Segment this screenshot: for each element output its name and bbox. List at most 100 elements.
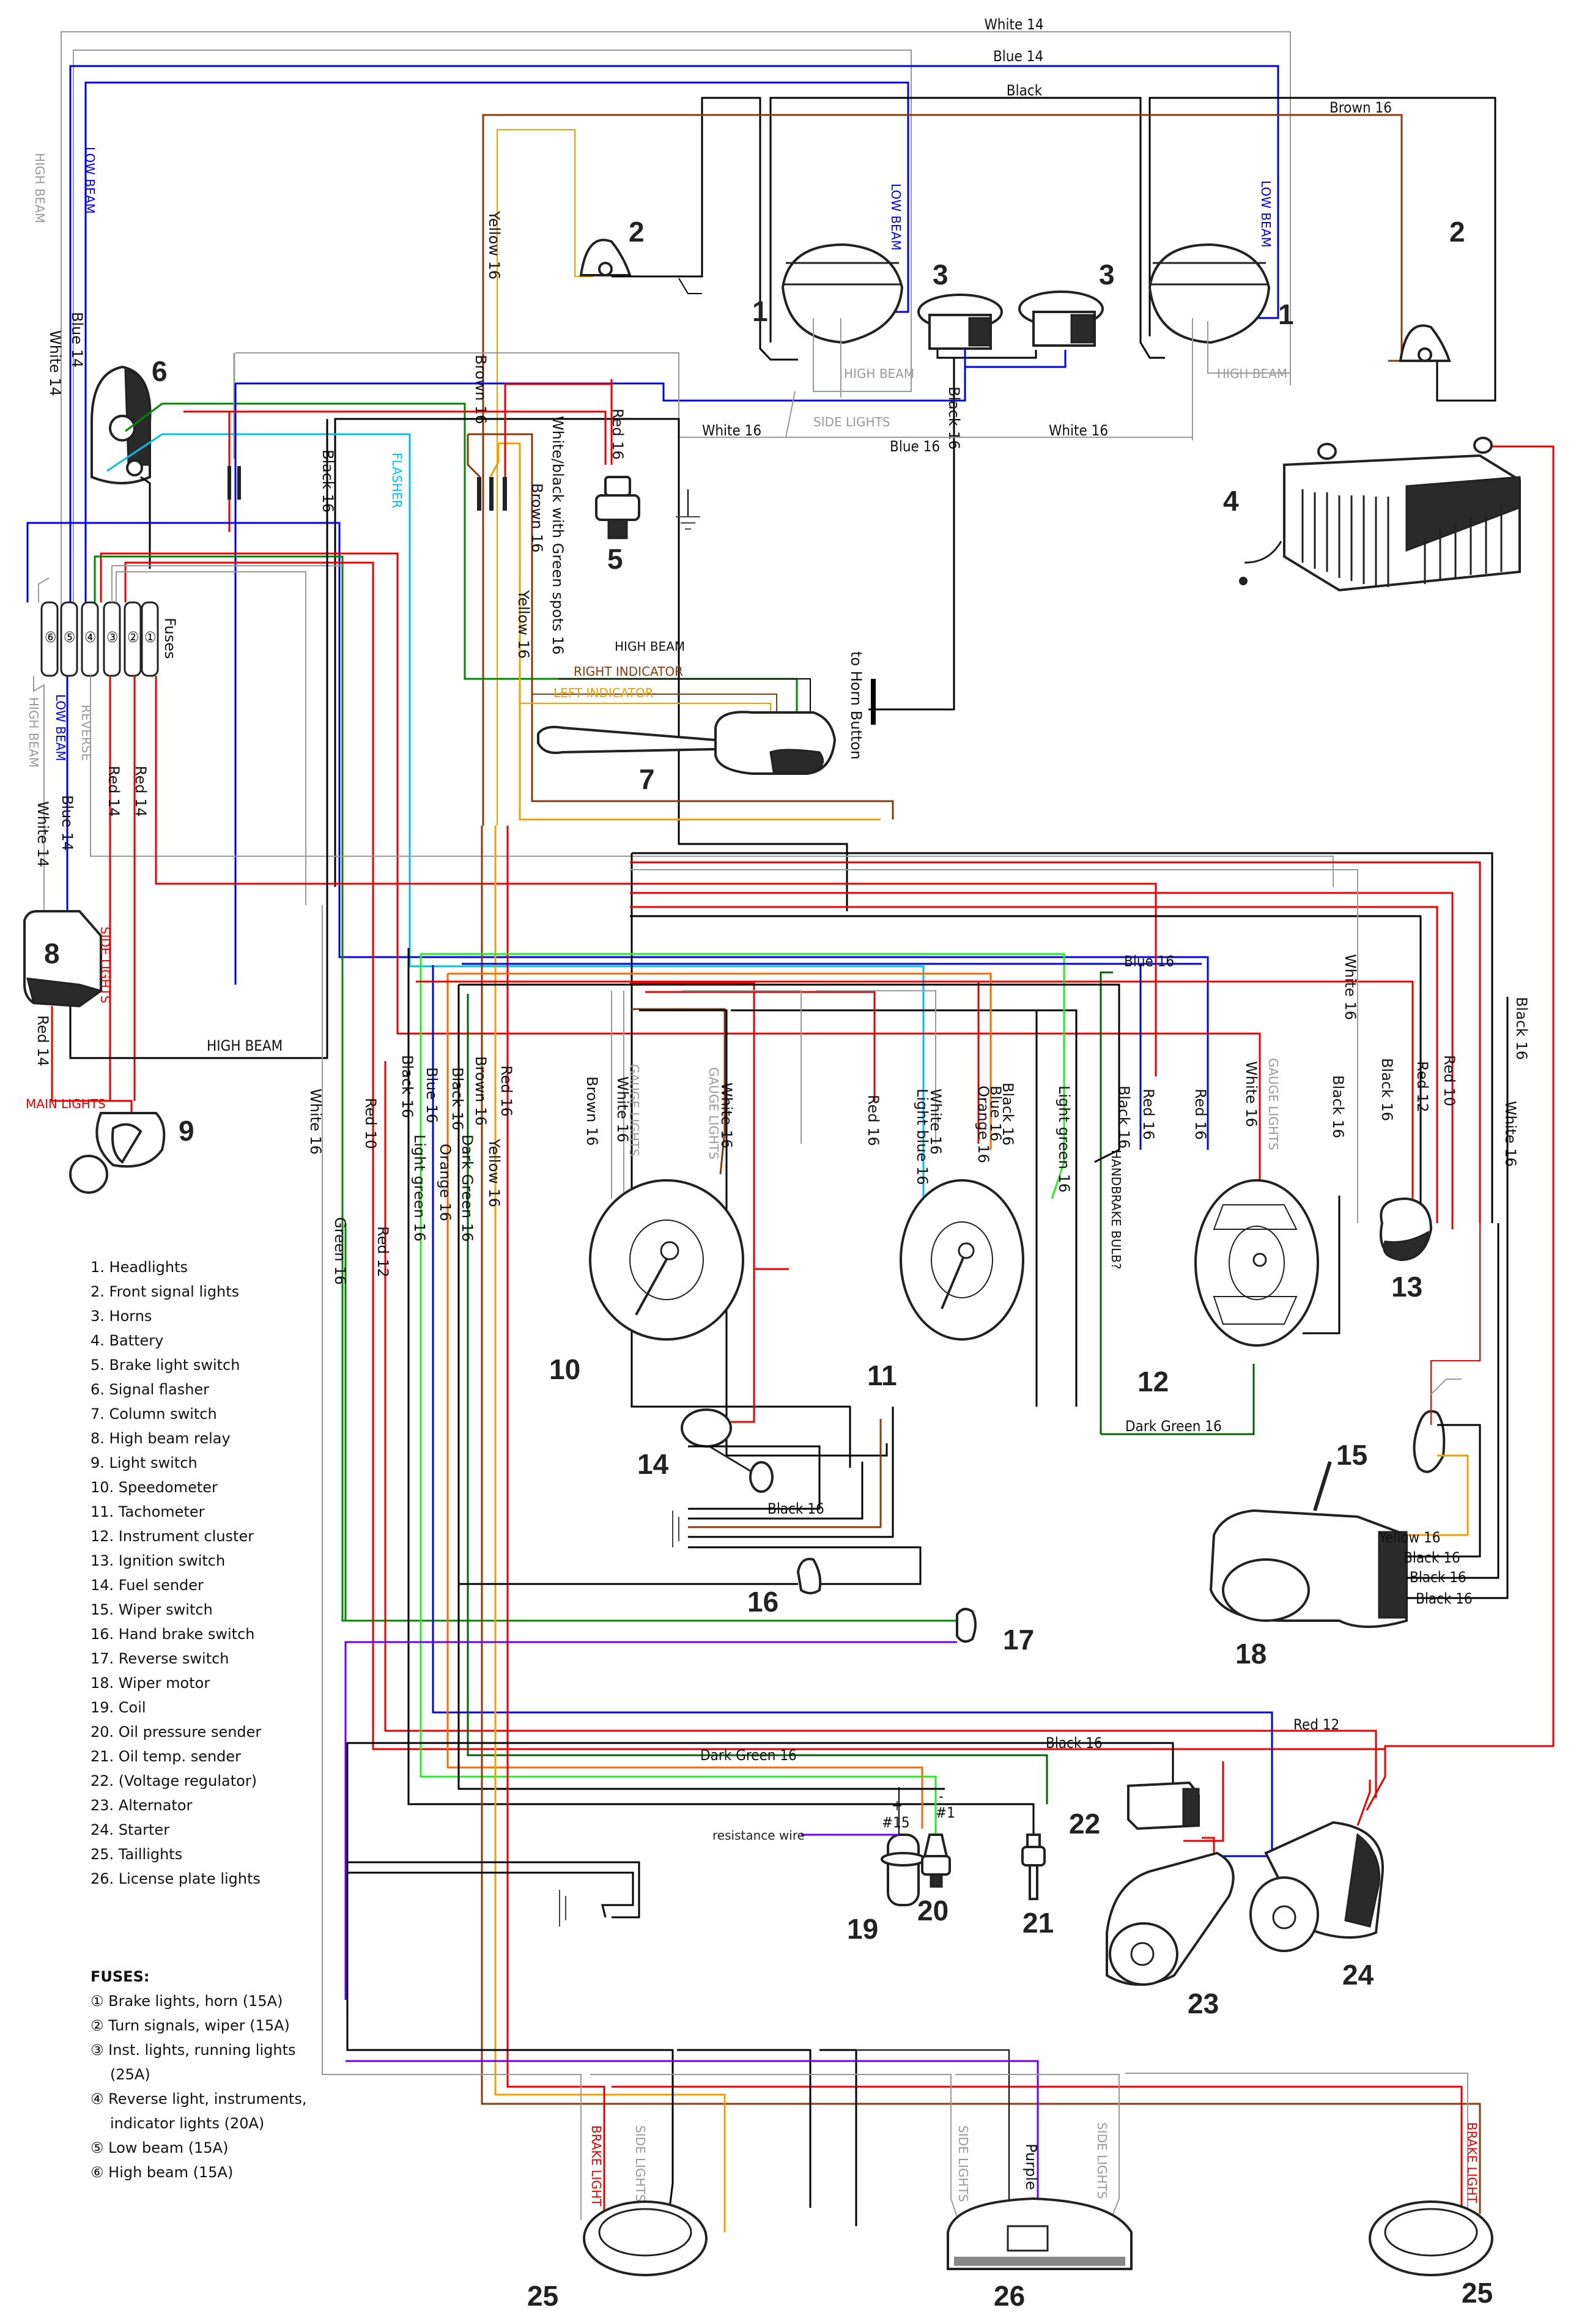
- brake-light-switch: 5 Red 16: [595, 409, 700, 575]
- label-ign-black16: Black 16: [1378, 1058, 1396, 1121]
- label-main-lights: MAIN LIGHTS: [26, 1097, 106, 1111]
- label-coil-15: #15: [882, 1814, 910, 1831]
- label-relay-high-beam: HIGH BEAM: [207, 1037, 283, 1054]
- label-white16-b: White 16: [1049, 422, 1108, 439]
- label-darkgreen16-eng: Dark Green 16: [700, 1747, 797, 1764]
- svg-text:4: 4: [1223, 485, 1239, 517]
- label-bundle-blue16: Blue 16: [423, 1067, 440, 1123]
- label-red16-brake: Red 16: [609, 409, 626, 460]
- fuse-legend-item: ⑤ Low beam (15A): [91, 2139, 229, 2156]
- legend-item: 1. Headlights: [91, 1259, 188, 1276]
- fuse-number-2: ②: [127, 629, 139, 646]
- legend-item: 25. Taillights: [91, 1846, 183, 1863]
- label-tail-side-l: SIDE LIGHTS: [633, 2125, 648, 2202]
- svg-text:21: 21: [1022, 1907, 1054, 1939]
- label-plate-side-l: SIDE LIGHTS: [956, 2125, 971, 2202]
- svg-text:7: 7: [639, 763, 655, 795]
- label-hl-low-beam-r: LOW BEAM: [1259, 180, 1273, 248]
- legend-item: 22. (Voltage regulator): [91, 1772, 257, 1789]
- coil: 19 + #15 - #1 resistance wire: [712, 1787, 955, 1945]
- wiper-switch: 15: [1336, 1223, 1481, 1558]
- svg-text:8: 8: [44, 938, 60, 969]
- label-bundle-red12: Red 12: [374, 1226, 391, 1278]
- label-tach-lightgreen16: Light green 16: [1056, 1086, 1073, 1193]
- legend-item: 5. Brake light switch: [91, 1356, 240, 1374]
- svg-text:2: 2: [629, 216, 645, 248]
- signal-flasher: 6: [91, 355, 925, 1217]
- label-bundle-white16: White 16: [307, 1089, 324, 1155]
- legend-item: 7. Column switch: [91, 1405, 217, 1423]
- svg-text:18: 18: [1235, 1638, 1266, 1670]
- label-tach-white16: White 16: [927, 1089, 944, 1155]
- fuse-legend-items: ① Brake lights, horn (15A)② Turn signals…: [91, 1989, 335, 2185]
- wire-blue14-top: [69, 65, 1279, 618]
- label-fuse-red14-b: Red 14: [132, 766, 149, 817]
- instrument-cluster: 12 Black 16 HANDBRAKE BULB? Red 16 Red 1…: [1109, 954, 1359, 1397]
- fuse-legend-item: ② Turn signals, wiper (15A): [91, 2017, 290, 2034]
- label-hl-high-beam-r: HIGH BEAM: [1217, 366, 1287, 381]
- label-yellow16-top: Yellow 16: [486, 210, 503, 279]
- label-plate-purple: Purple: [1022, 2144, 1040, 2190]
- legend-item: 19. Coil: [91, 1699, 146, 1716]
- fuel-sender: 14 Black 16: [637, 1269, 922, 1585]
- label-white-black-green: White/black with Green spots 16: [549, 416, 566, 655]
- top-harness: White 14 Blue 14 Black Brown 16 HIGH BEA…: [32, 16, 1496, 826]
- label-fuse-red14-a: Red 14: [105, 766, 122, 817]
- svg-text:6: 6: [152, 355, 168, 387]
- fuse-box-label: Fuses: [161, 618, 179, 659]
- fuse-1: [141, 601, 159, 677]
- wire-battery-red: [1366, 445, 1555, 1811]
- label-white16-a: White 16: [702, 422, 761, 439]
- legend-item: 26. License plate lights: [91, 1870, 261, 1887]
- legend-item: 14. Fuel sender: [91, 1577, 204, 1594]
- label-fuse-high-beam: HIGH BEAM: [26, 697, 41, 768]
- svg-text:9: 9: [179, 1115, 194, 1147]
- label-clu-black16: Black 16: [1115, 1086, 1133, 1149]
- wire-white-highbeam-left: [73, 50, 912, 618]
- fuse-number-4: ④: [84, 629, 96, 646]
- alternator: 23: [1106, 1851, 1235, 2019]
- label-fuse-white14: White 14: [34, 801, 51, 867]
- label-to-horn-button: to Horn Button: [848, 651, 865, 760]
- label-fuse-blue14: Blue 14: [59, 795, 76, 851]
- fuse-number-5: ⑤: [64, 629, 75, 646]
- reverse-switch: 17: [344, 1608, 1034, 2000]
- fuse-6: [40, 601, 59, 677]
- label-clu-gauge-lights: GAUGE LIGHTS: [1266, 1058, 1281, 1150]
- label-speedo-gauge-lights: GAUGE LIGHTS: [627, 1064, 642, 1156]
- label-tach-red16: Red 16: [865, 1095, 882, 1146]
- svg-text:19: 19: [847, 1913, 878, 1945]
- main-bundle: White 16 Green 16 Red 10 Red 12 Black 16…: [307, 826, 1481, 2232]
- label-relay-side-lights: SIDE LIGHTS: [98, 927, 113, 1003]
- label-tach-orange16: Orange 16: [975, 1086, 992, 1163]
- svg-text:3: 3: [1099, 259, 1115, 290]
- fuse-5: [60, 601, 78, 677]
- label-red12-starter: Red 12: [1293, 1716, 1339, 1733]
- svg-text:1: 1: [752, 295, 768, 327]
- label-clu-red16-a: Red 16: [1140, 1089, 1157, 1140]
- label-tach-lightblue16: Light blue 16: [914, 1089, 931, 1185]
- label-side-lights: SIDE LIGHTS: [813, 415, 890, 429]
- label-right-indicator: RIGHT INDICATOR: [574, 664, 683, 679]
- label-blue14-top: Blue 14: [993, 48, 1043, 65]
- fuse-number-6: ⑥: [45, 629, 56, 646]
- fuse-2: [124, 601, 142, 677]
- wire-black-top-a: [701, 97, 798, 361]
- fuse-number-1: ①: [144, 629, 156, 646]
- label-plate-side-r: SIDE LIGHTS: [1095, 2122, 1109, 2199]
- fuse-number-3: ③: [106, 629, 118, 646]
- wire-white16-side: [785, 391, 1193, 440]
- label-left-high-beam: HIGH BEAM: [32, 153, 47, 223]
- svg-text:22: 22: [1069, 1808, 1100, 1840]
- label-tach-blue16: Blue 16: [987, 1086, 1004, 1141]
- flasher-connectors: Black 16 FLASHER Brown 16 Yellow 16: [183, 353, 894, 911]
- label-speedo-white16-b: White 16: [718, 1082, 735, 1149]
- wire-black-top-c: [1148, 97, 1496, 402]
- label-left-indicator: LEFT INDICATOR: [553, 686, 654, 700]
- label-bundle-green16: Green 16: [331, 1217, 349, 1285]
- legend-item: 12. Instrument cluster: [91, 1528, 254, 1545]
- column-switch: HIGH BEAM RIGHT INDICATOR LEFT INDICATOR…: [520, 639, 837, 795]
- legend-item: 11. Tachometer: [91, 1503, 205, 1520]
